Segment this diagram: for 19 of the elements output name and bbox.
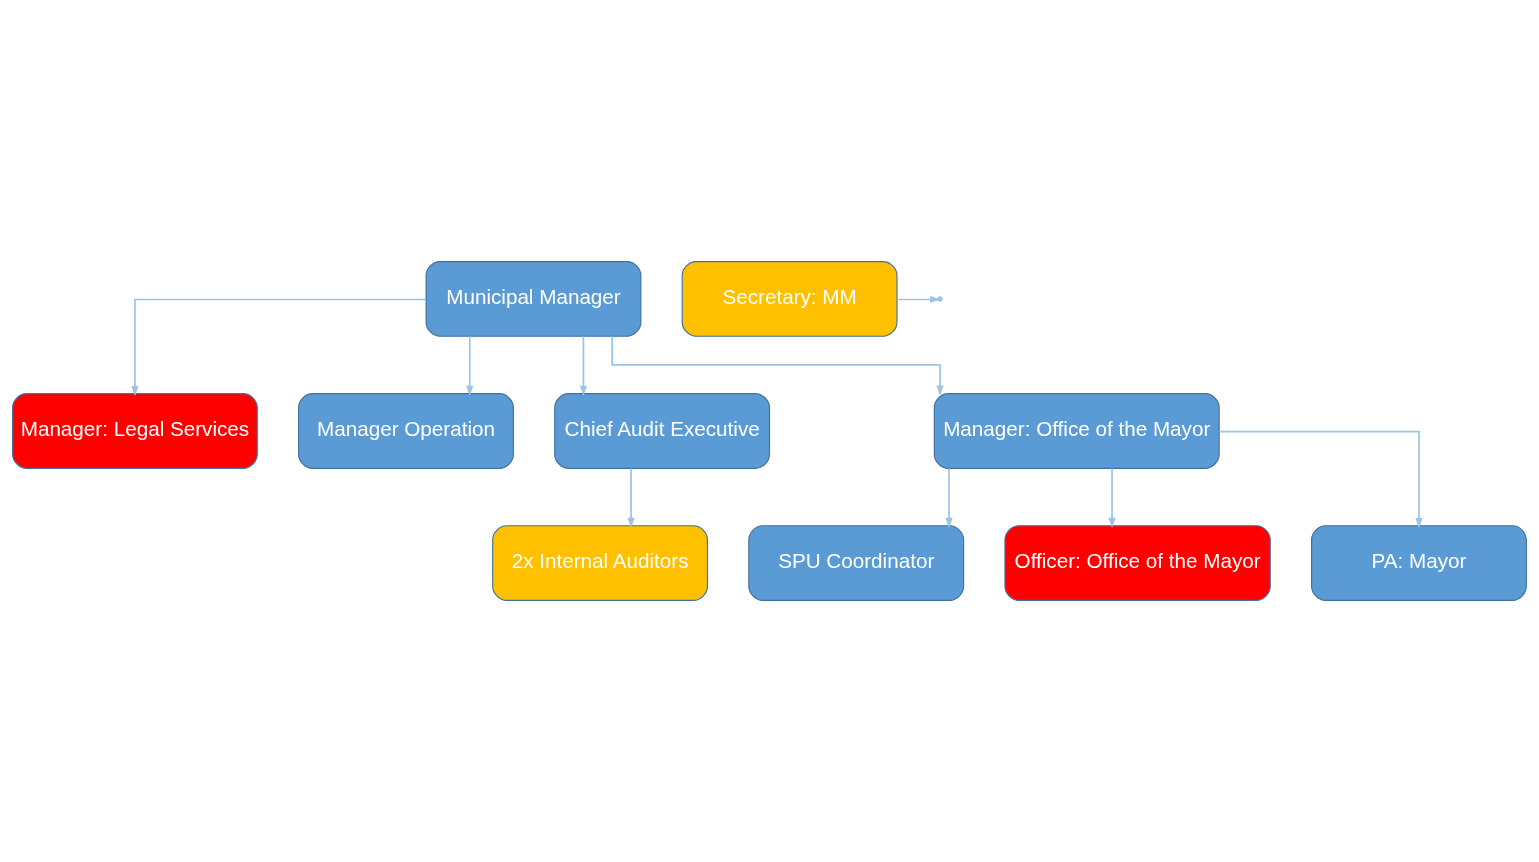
arrow: [1218, 430, 1423, 529]
node-box: Manager: Office of the Mayor: [933, 393, 1220, 469]
node-box: Municipal Manager: [425, 261, 642, 337]
node-box: SPU Coordinator: [748, 525, 965, 601]
arrow: [1108, 467, 1116, 529]
arrow: [896, 295, 941, 304]
node-box: Manager: Legal Services: [12, 393, 258, 469]
node-box: Officer: Office of the Mayor: [1004, 525, 1271, 601]
node-box: Secretary: MM: [681, 261, 898, 337]
node-box: PA: Mayor: [1311, 525, 1527, 601]
node-box: 2x Internal Auditors: [492, 525, 709, 601]
arrow: [611, 335, 944, 396]
arrow: [627, 467, 635, 529]
arrow: [579, 335, 588, 396]
arrow: [131, 298, 427, 397]
node-box: Chief Audit Executive: [554, 393, 771, 469]
arrow: [945, 467, 953, 529]
node-box: Manager Operation: [298, 393, 514, 469]
arrow: [466, 335, 474, 396]
